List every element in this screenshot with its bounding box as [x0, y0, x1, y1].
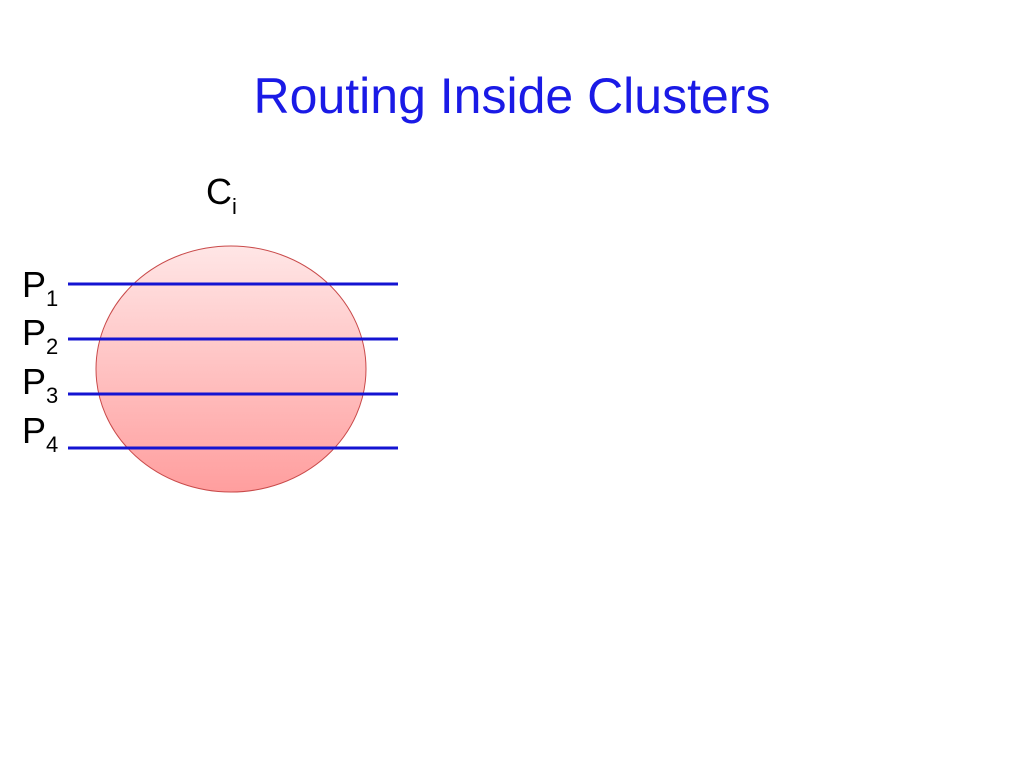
- cluster-label-sub: i: [232, 194, 237, 219]
- path-label-3: P3: [22, 361, 58, 408]
- cluster-label-main: C: [206, 171, 232, 212]
- cluster-label: Ci: [206, 171, 237, 219]
- path-label-2: P2: [22, 312, 58, 359]
- path-label-4: P4: [22, 410, 58, 457]
- path-label-1: P1: [22, 264, 58, 311]
- slide-title: Routing Inside Clusters: [253, 68, 771, 124]
- cluster-ellipse: [95, 245, 367, 493]
